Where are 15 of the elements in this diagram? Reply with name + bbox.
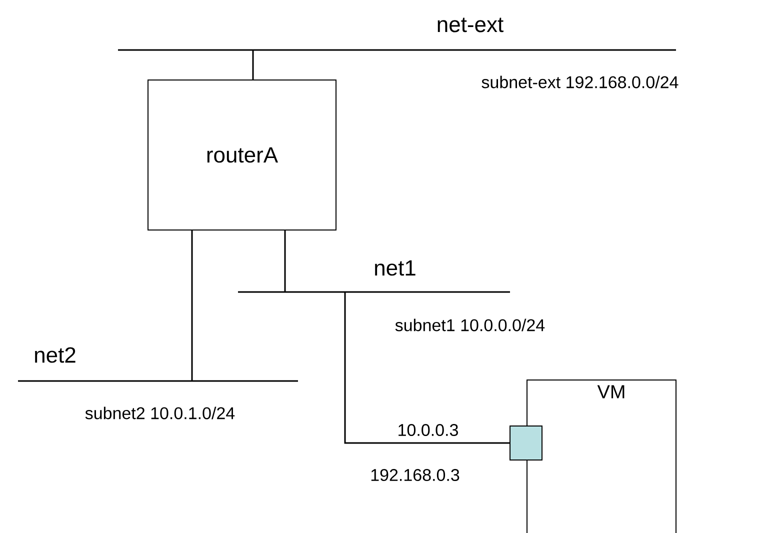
link-line bbox=[191, 230, 193, 381]
vm-box: VM bbox=[526, 380, 676, 533]
subnet-label: subnet-ext 192.168.0.0/24 bbox=[482, 76, 678, 88]
link-line bbox=[284, 230, 286, 292]
link-line bbox=[344, 292, 510, 444]
link-line bbox=[252, 50, 254, 80]
subnet-label: subnet2 10.0.1.0/24 bbox=[85, 406, 235, 420]
ip-address: 10.0.0.3 bbox=[398, 424, 458, 436]
ip-address: 192.168.0.3 bbox=[371, 468, 460, 482]
router-box: routerA bbox=[148, 80, 336, 230]
network-name: net1 bbox=[375, 260, 416, 276]
network-name: net2 bbox=[35, 347, 76, 363]
port-square bbox=[510, 426, 542, 460]
subnet-label: subnet1 10.0.0.0/24 bbox=[395, 318, 545, 332]
network-name: net-ext bbox=[438, 18, 504, 32]
